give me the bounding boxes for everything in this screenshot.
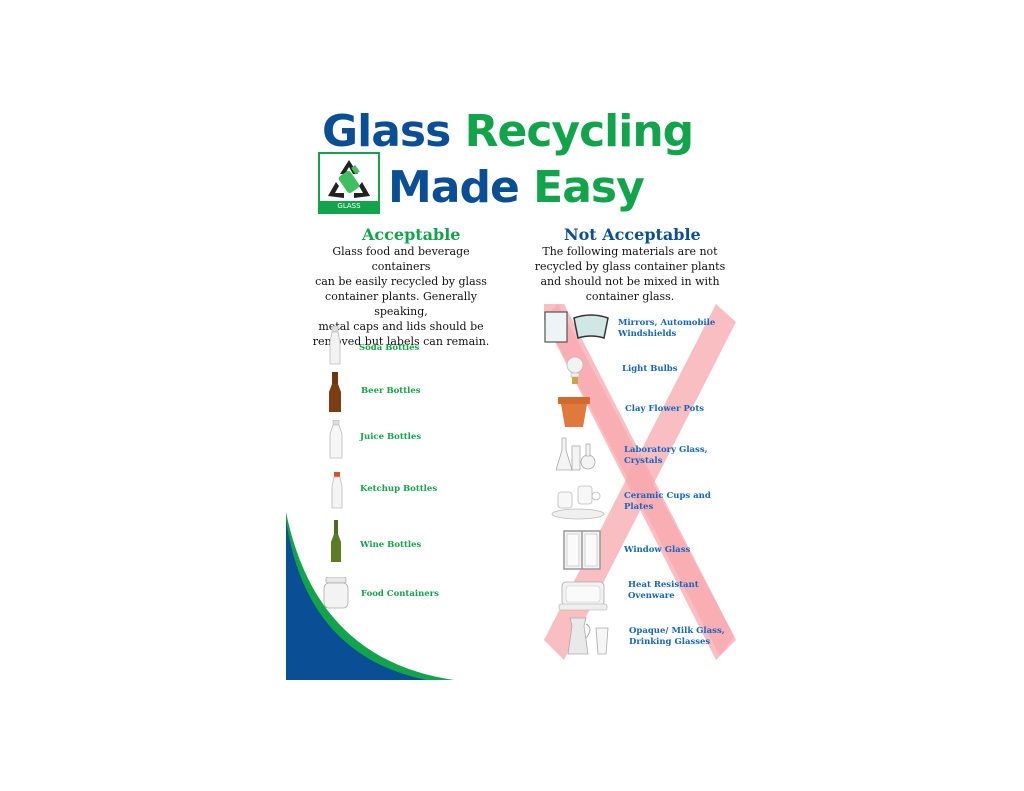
acceptable-desc-line: container plants. Generally speaking,: [325, 290, 477, 318]
soda-bottle-icon: [329, 326, 341, 365]
item-label-line: Crystals: [624, 456, 663, 466]
juice-bottle-icon: [329, 420, 343, 459]
item-label-line: Windshields: [618, 329, 677, 339]
acceptable-description: Glass food and beverage containers can b…: [304, 244, 498, 349]
beer-bottle-icon: [329, 372, 341, 412]
item-food-containers: Food Containers: [361, 589, 439, 599]
item-soda-bottles: Soda Bottles: [359, 343, 420, 353]
acceptable-desc-line: Glass food and beverage containers: [332, 245, 470, 273]
item-clay-flower-pots: Clay Flower Pots: [625, 404, 704, 415]
not-acceptable-description: The following materials are not recycled…: [532, 244, 728, 304]
item-label-line: Clay Flower Pots: [625, 404, 705, 414]
item-label-line: Laboratory Glass,: [624, 445, 708, 455]
item-light-bulbs: Light Bulbs: [622, 364, 678, 375]
ketchup-bottle-icon: [331, 472, 343, 509]
flower-pot-icon: [558, 397, 590, 427]
item-window-glass: Window Glass: [624, 545, 690, 556]
title-line-2: Made Easy: [388, 162, 645, 213]
acceptable-heading: Acceptable: [362, 225, 461, 244]
item-label-line: Ceramic Cups and: [624, 491, 711, 501]
item-beer-bottles: Beer Bottles: [361, 386, 421, 396]
item-label-line: Heat Resistant: [628, 580, 699, 590]
title-word-easy: Easy: [533, 162, 645, 213]
light-bulb-icon: [566, 356, 584, 384]
wine-bottle-icon: [331, 520, 341, 562]
item-wine-bottles: Wine Bottles: [360, 540, 422, 550]
not-acceptable-desc-line: container glass.: [585, 290, 675, 303]
acceptable-desc-line: removed but labels can remain.: [312, 335, 490, 348]
not-acceptable-desc-line: The following materials are not: [542, 245, 718, 258]
item-mirrors-windshields: Mirrors, Automobile Windshields: [618, 318, 715, 340]
not-acceptable-desc-line: and should not be mixed in with: [540, 275, 720, 288]
ovenware-icon: [558, 581, 608, 611]
item-juice-bottles: Juice Bottles: [360, 432, 422, 442]
ceramic-cups-icon: [551, 485, 605, 520]
item-ketchup-bottles: Ketchup Bottles: [360, 484, 438, 494]
item-label-line: Plates: [624, 502, 654, 512]
corner-swoosh-decoration: [286, 512, 454, 680]
title-word-made: Made: [388, 162, 520, 213]
item-ceramic-cups-plates: Ceramic Cups and Plates: [624, 491, 711, 513]
glass-recycle-logo: GLASS: [318, 152, 380, 214]
title-word-recycling: Recycling: [464, 106, 695, 157]
window-icon: [563, 530, 601, 570]
milk-glass-icon: [567, 617, 609, 655]
item-label-line: Drinking Glasses: [629, 637, 711, 647]
title-word-glass: Glass: [322, 106, 451, 157]
item-label-line: Opaque/ Milk Glass,: [629, 626, 725, 636]
item-label-line: Window Glass: [624, 545, 691, 555]
poster: Glass Recycling GLASS Made Easy Acceptab…: [286, 100, 750, 680]
item-label-line: Mirrors, Automobile: [618, 318, 716, 328]
food-jar-icon: [323, 577, 349, 609]
lab-glass-icon: [556, 437, 596, 471]
acceptable-desc-line: can be easily recycled by glass: [315, 275, 487, 288]
recycle-bottle-icon: [328, 160, 370, 198]
acceptable-desc-line: metal caps and lids should be: [318, 320, 484, 333]
not-acceptable-desc-line: recycled by glass container plants: [534, 260, 726, 273]
not-acceptable-heading: Not Acceptable: [564, 225, 701, 244]
item-label-line: Light Bulbs: [622, 364, 678, 374]
item-label-line: Ovenware: [628, 591, 675, 601]
title-line-1: Glass Recycling: [322, 106, 695, 157]
item-heat-resistant-ovenware: Heat Resistant Ovenware: [628, 580, 699, 602]
not-acceptable-x-mark: [544, 304, 736, 660]
item-opaque-milk-drinking-glasses: Opaque/ Milk Glass, Drinking Glasses: [629, 626, 725, 648]
item-laboratory-glass-crystals: Laboratory Glass, Crystals: [624, 445, 708, 467]
mirror-windshield-icon: [544, 311, 609, 343]
logo-label: GLASS: [320, 201, 378, 212]
